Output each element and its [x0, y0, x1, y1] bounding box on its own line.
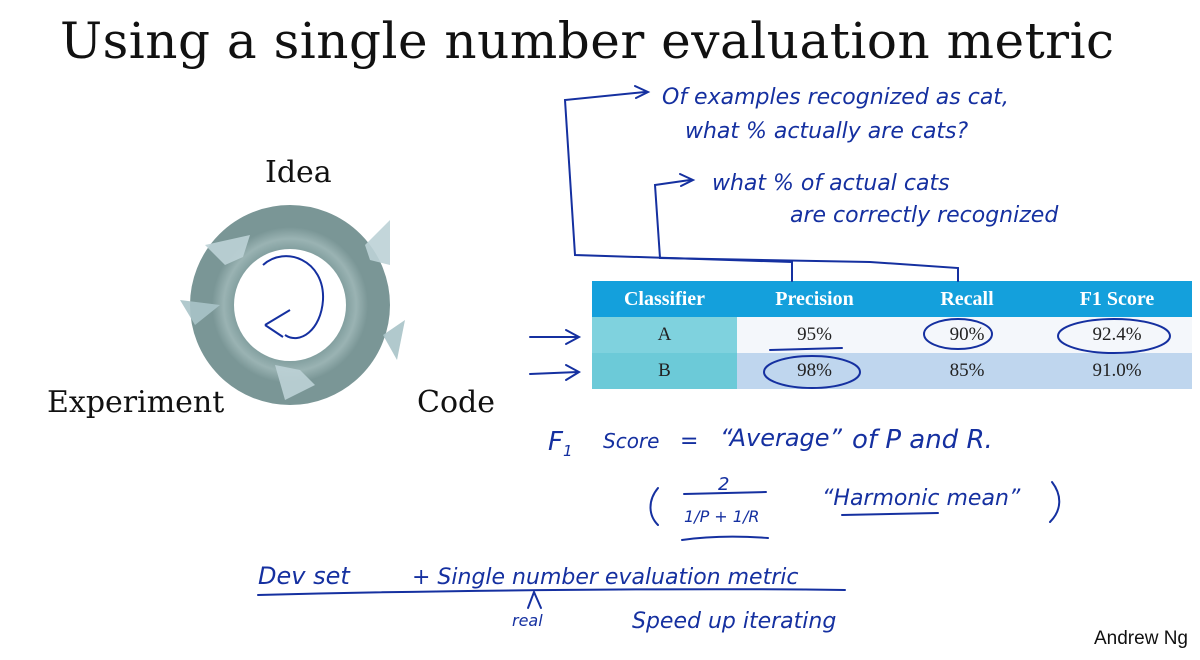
precision-note-line2: what % actually are cats?	[685, 119, 969, 144]
hand-cycle-arrow	[262, 255, 325, 340]
formula-denominator: 1/P + 1/R	[684, 507, 759, 526]
equals-sign: =	[680, 429, 698, 454]
f1-label: F	[548, 427, 564, 457]
header-precision: Precision	[737, 281, 892, 317]
cell-precision: 95%	[737, 317, 892, 353]
average-word: “Average”	[720, 424, 843, 452]
cell-classifier: A	[592, 317, 737, 353]
recall-note-line1: what % of actual cats	[712, 171, 950, 196]
f1-subscript: 1	[563, 442, 573, 460]
precision-note-line1: Of examples recognized as cat,	[662, 85, 1009, 110]
of-p-and-r: of P and R.	[852, 425, 993, 455]
precision-b-circle	[763, 355, 861, 389]
cycle-arrow-icon	[205, 235, 250, 265]
header-classifier: Classifier	[592, 281, 737, 317]
cycle-arrow-icon	[180, 300, 220, 325]
cell-recall: 90%	[892, 317, 1042, 353]
recall-a-circle	[923, 318, 993, 350]
cycle-arrow-icon	[365, 220, 390, 265]
cycle-label-idea: Idea	[265, 155, 332, 190]
cell-f1: 91.0%	[1042, 353, 1192, 389]
header-recall: Recall	[892, 281, 1042, 317]
harmonic-mean-note: “Harmonic mean”	[822, 486, 1021, 511]
speed-up-note: Speed up iterating	[632, 609, 836, 634]
formula-underline	[681, 535, 769, 541]
dev-set-underline	[257, 588, 846, 596]
formula-numerator: 2	[718, 474, 729, 495]
row-b-arrow-icon	[529, 364, 582, 381]
dev-set-note: Dev set	[258, 562, 351, 590]
row-a-arrow-icon	[529, 329, 582, 345]
arrowhead-icon	[679, 173, 696, 187]
cell-precision: 98%	[737, 353, 892, 389]
arrowhead-icon	[634, 85, 651, 99]
slide-title: Using a single number evaluation metric	[60, 12, 1115, 70]
real-note: real	[512, 611, 543, 630]
cell-recall: 85%	[892, 353, 1042, 389]
f1-a-circle	[1057, 318, 1171, 354]
harmonic-close-paren	[1049, 481, 1061, 523]
hand-arrowhead	[264, 309, 291, 338]
cycle-label-experiment: Experiment	[47, 385, 225, 420]
cycle-label-code: Code	[417, 385, 495, 420]
recall-note-line2: are correctly recognized	[790, 203, 1059, 228]
cycle-arrow-icon	[275, 365, 315, 400]
table-row: B 98% 85% 91.0%	[592, 353, 1192, 389]
classifier-metrics-table: Classifier Precision Recall F1 Score A 9…	[592, 281, 1192, 389]
harmonic-underline	[841, 512, 939, 516]
single-number-metric-note: + Single number evaluation metric	[412, 565, 798, 590]
recall-bracket-arrow	[653, 179, 959, 282]
f1-score-word: Score	[603, 429, 659, 453]
cell-f1: 92.4%	[1042, 317, 1192, 353]
cycle-arrow-icon	[383, 320, 405, 360]
iteration-cycle-diagram	[180, 205, 405, 405]
precision-bracket-arrow	[563, 91, 793, 282]
precision-a-underline	[769, 347, 843, 351]
table-header-row: Classifier Precision Recall F1 Score	[592, 281, 1192, 317]
formula-fraction-bar	[683, 491, 767, 495]
cell-classifier: B	[592, 353, 737, 389]
author-credit: Andrew Ng	[1094, 628, 1188, 649]
header-f1-score: F1 Score	[1042, 281, 1192, 317]
caret-icon	[527, 589, 542, 609]
table-row: A 95% 90% 92.4%	[592, 317, 1192, 353]
formula-open-paren	[649, 487, 659, 526]
